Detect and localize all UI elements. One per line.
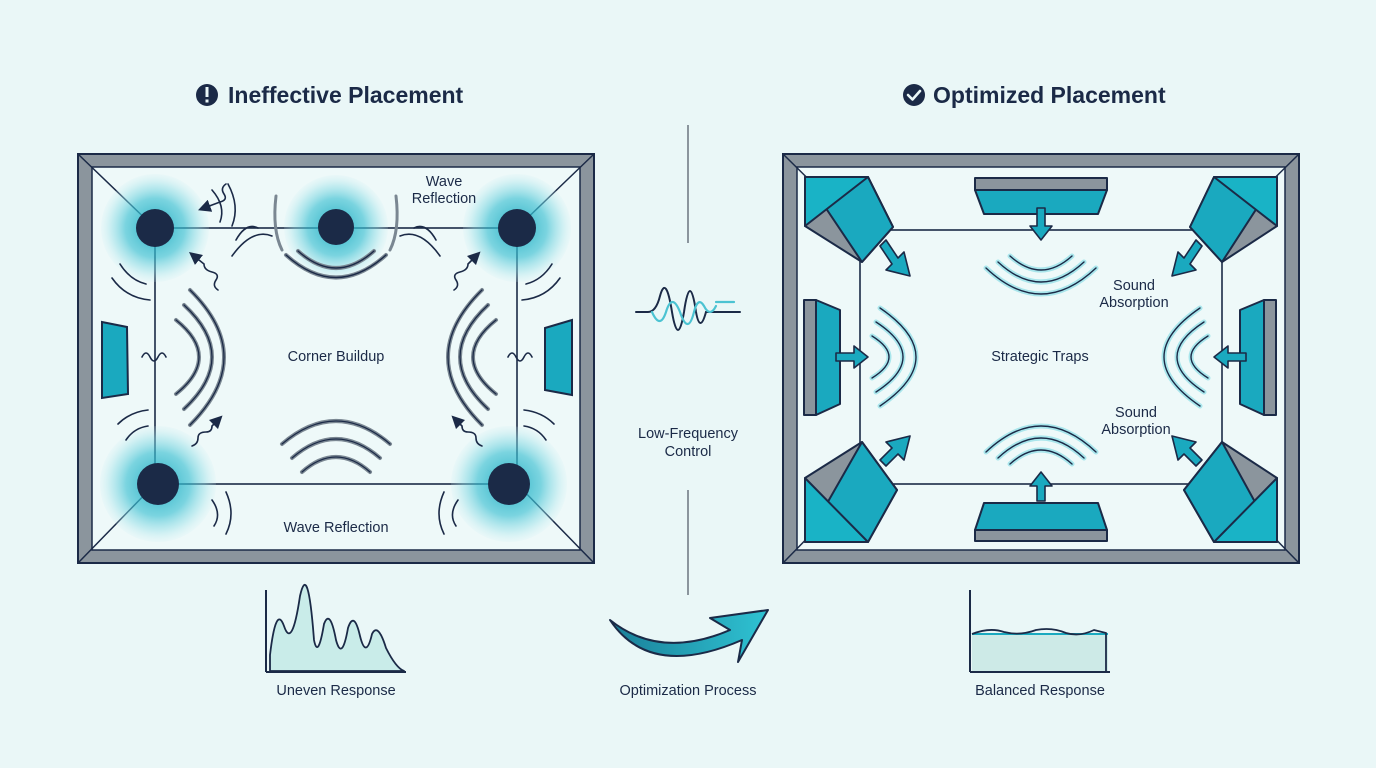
balanced-response-graph: Balanced Response: [969, 590, 1110, 699]
side-speaker-right: [544, 318, 573, 397]
arrow-from-bottom-left-trap: [879, 435, 911, 467]
label-sound-absorption-bottom-line1: Sound: [1115, 405, 1157, 421]
bass-trap-top-left: [804, 176, 894, 263]
arrow-from-top-panel: [1029, 207, 1053, 241]
label-wave-reflection-top-line2: Reflection: [412, 191, 476, 207]
bass-trap-bottom-left: [804, 441, 898, 543]
label-optimization-process: Optimization Process: [620, 683, 757, 699]
controlled-waves: [869, 253, 1211, 467]
corner-bass-traps: [804, 176, 1278, 543]
wall-panels: [803, 177, 1277, 542]
reflection-squiggle-arrows: [141, 183, 533, 447]
left-wave-reflections: [111, 183, 561, 535]
uneven-response-graph: Uneven Response: [265, 583, 406, 699]
label-sound-absorption-top-line1: Sound: [1113, 278, 1155, 294]
label-strategic-traps: Strategic Traps: [991, 349, 1089, 365]
arrow-from-bottom-right-trap: [1171, 435, 1203, 467]
panel-left: [803, 299, 841, 416]
uneven-response-curve: [269, 583, 405, 672]
left-heading: Ineffective Placement: [196, 82, 464, 108]
corner-buildup-glows: [100, 174, 571, 542]
low-frequency-waveform-icon: [635, 286, 741, 331]
label-uneven-response: Uneven Response: [276, 683, 395, 699]
label-sound-absorption-bottom-line2: Absorption: [1101, 422, 1170, 438]
balanced-response-curve: [971, 628, 1107, 672]
label-low-frequency-line1: Low-Frequency: [638, 426, 739, 442]
arrow-from-right-panel: [1213, 345, 1247, 369]
arrow-to-bottom-panel: [1029, 471, 1053, 502]
label-wave-reflection-top-line1: Wave: [426, 174, 463, 190]
panel-right: [1239, 299, 1277, 416]
label-balanced-response: Balanced Response: [975, 683, 1105, 699]
label-wave-reflection-bottom: Wave Reflection: [283, 520, 388, 536]
panel-bottom: [974, 502, 1108, 542]
arrow-from-top-right-trap: [1171, 239, 1203, 277]
bass-trap-top-right: [1189, 176, 1278, 263]
arrow-from-top-left-trap: [879, 239, 911, 277]
side-speaker-left: [101, 320, 130, 400]
arrow-from-left-panel: [835, 345, 869, 369]
center-column: Low-Frequency Control Optimization Proce…: [609, 125, 769, 699]
balanced-response-area: [972, 634, 1108, 672]
optimization-arrow-icon: [609, 609, 769, 663]
right-room: Sound Absorption Strategic Traps Sound A…: [782, 153, 1300, 564]
left-room: Wave Reflection Corner Buildup Wave Refl…: [77, 153, 595, 564]
right-heading: Optimized Placement: [903, 82, 1166, 108]
label-corner-buildup: Corner Buildup: [288, 349, 385, 365]
check-icon: [903, 84, 925, 106]
label-low-frequency-line2: Control: [665, 444, 712, 460]
label-sound-absorption-top-line2: Absorption: [1099, 295, 1168, 311]
absorption-arrows: [835, 207, 1247, 502]
right-heading-text: Optimized Placement: [933, 82, 1166, 108]
left-heading-text: Ineffective Placement: [228, 82, 464, 108]
panel-top: [974, 177, 1108, 215]
bass-trap-bottom-right: [1183, 441, 1278, 543]
